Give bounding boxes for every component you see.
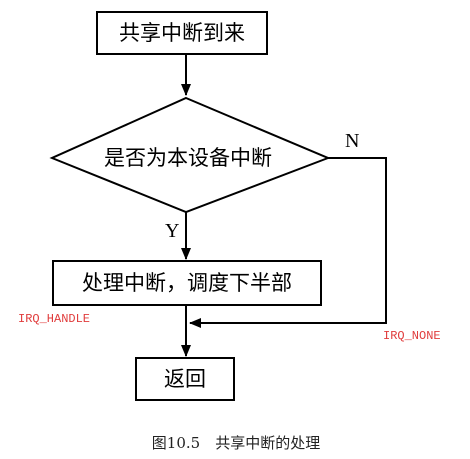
- end-node: 返回: [135, 357, 235, 401]
- decision-label: 是否为本设备中断: [104, 146, 272, 170]
- no-label: N: [345, 130, 359, 152]
- no-branch-line: [189, 157, 387, 328]
- decision-node: 是否为本设备中断: [49, 96, 331, 214]
- start-box: [96, 11, 268, 55]
- process-node: 处理中断，调度下半部: [52, 260, 322, 306]
- end-box: [135, 357, 235, 401]
- end-label: 返回: [164, 367, 206, 391]
- irq-none-label: IRQ_NONE: [383, 329, 441, 343]
- start-label: 共享中断到来: [119, 21, 245, 45]
- process-label: 处理中断，调度下半部: [82, 271, 292, 295]
- start-node: 共享中断到来: [96, 11, 268, 55]
- figure-caption: 图10.5 共享中断的处理: [152, 434, 320, 452]
- irq-handle-label: IRQ_HANDLE: [18, 312, 90, 326]
- yes-label: Y: [165, 220, 179, 242]
